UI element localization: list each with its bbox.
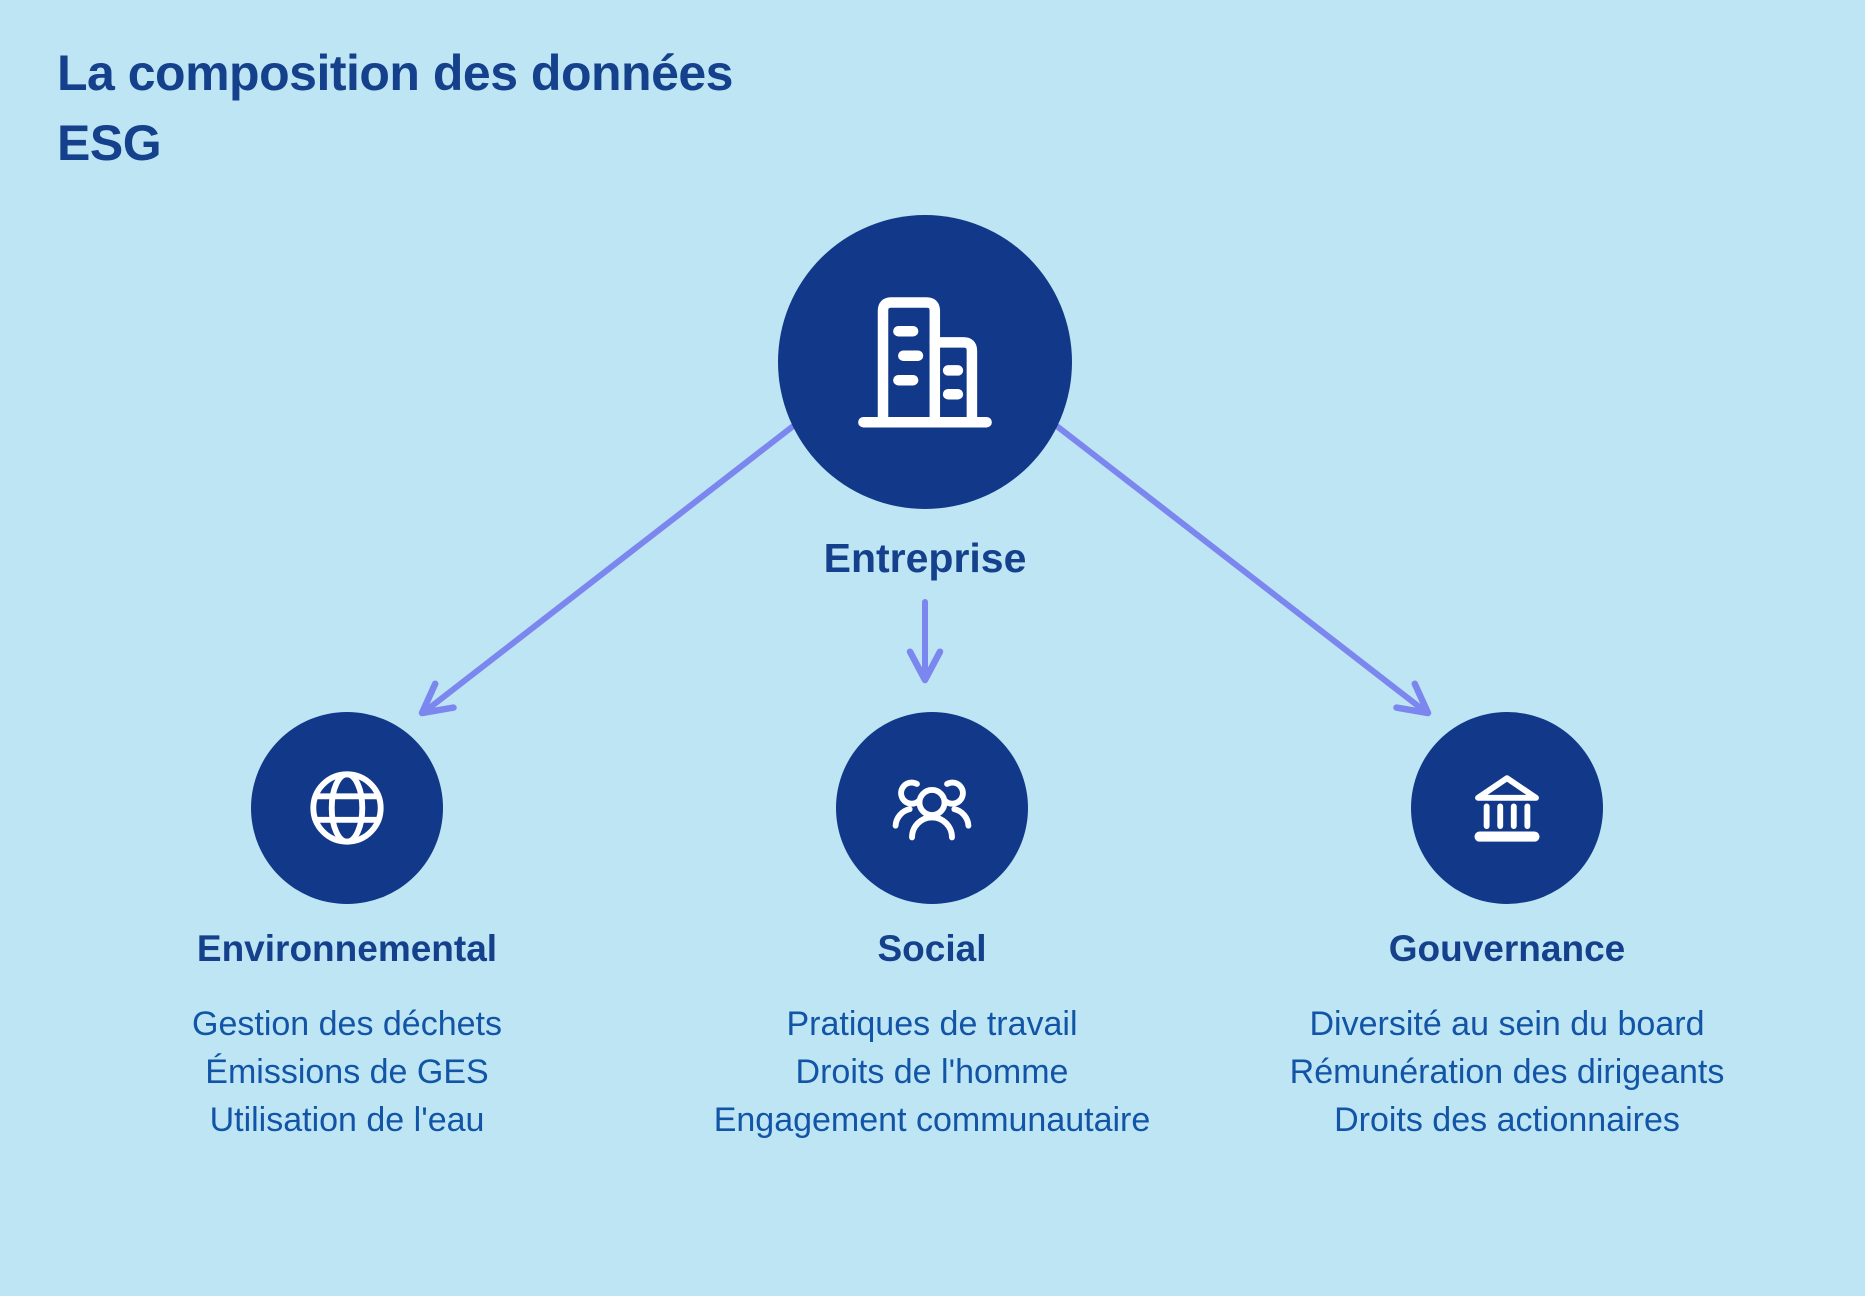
- node-entreprise-label: Entreprise: [823, 535, 1027, 581]
- node-social-label: Social: [877, 928, 987, 969]
- list-item: Gestion des déchets: [192, 1005, 502, 1043]
- environnemental-items: Gestion des déchets Émissions de GES Uti…: [37, 1000, 657, 1144]
- list-item: Rémunération des dirigeants: [1289, 1053, 1725, 1091]
- node-environnemental-label: Environnemental: [196, 928, 498, 969]
- gouvernance-items: Diversité au sein du board Rémunération …: [1197, 1000, 1817, 1144]
- bank-icon: [1474, 775, 1540, 842]
- arrow-entreprise-to-social: [906, 599, 944, 684]
- people-icon: [892, 779, 972, 841]
- list-item: Droits de l'homme: [795, 1053, 1069, 1091]
- page-title: La composition des données ESG: [57, 45, 734, 171]
- buildings-icon: [858, 297, 992, 428]
- list-item: Utilisation de l'eau: [209, 1101, 485, 1139]
- node-gouvernance-label: Gouvernance: [1388, 928, 1626, 969]
- node-gouvernance: [1411, 712, 1603, 904]
- list-item: Droits des actionnaires: [1334, 1101, 1680, 1139]
- node-social: [836, 712, 1028, 904]
- globe-icon: [310, 771, 384, 845]
- social-items: Pratiques de travail Droits de l'homme E…: [622, 1000, 1242, 1144]
- list-item: Engagement communautaire: [713, 1101, 1151, 1139]
- list-item: Diversité au sein du board: [1309, 1005, 1705, 1043]
- list-item: Émissions de GES: [205, 1053, 489, 1091]
- node-entreprise: [778, 215, 1072, 509]
- node-environnemental: [251, 712, 443, 904]
- list-item: Pratiques de travail: [786, 1005, 1078, 1043]
